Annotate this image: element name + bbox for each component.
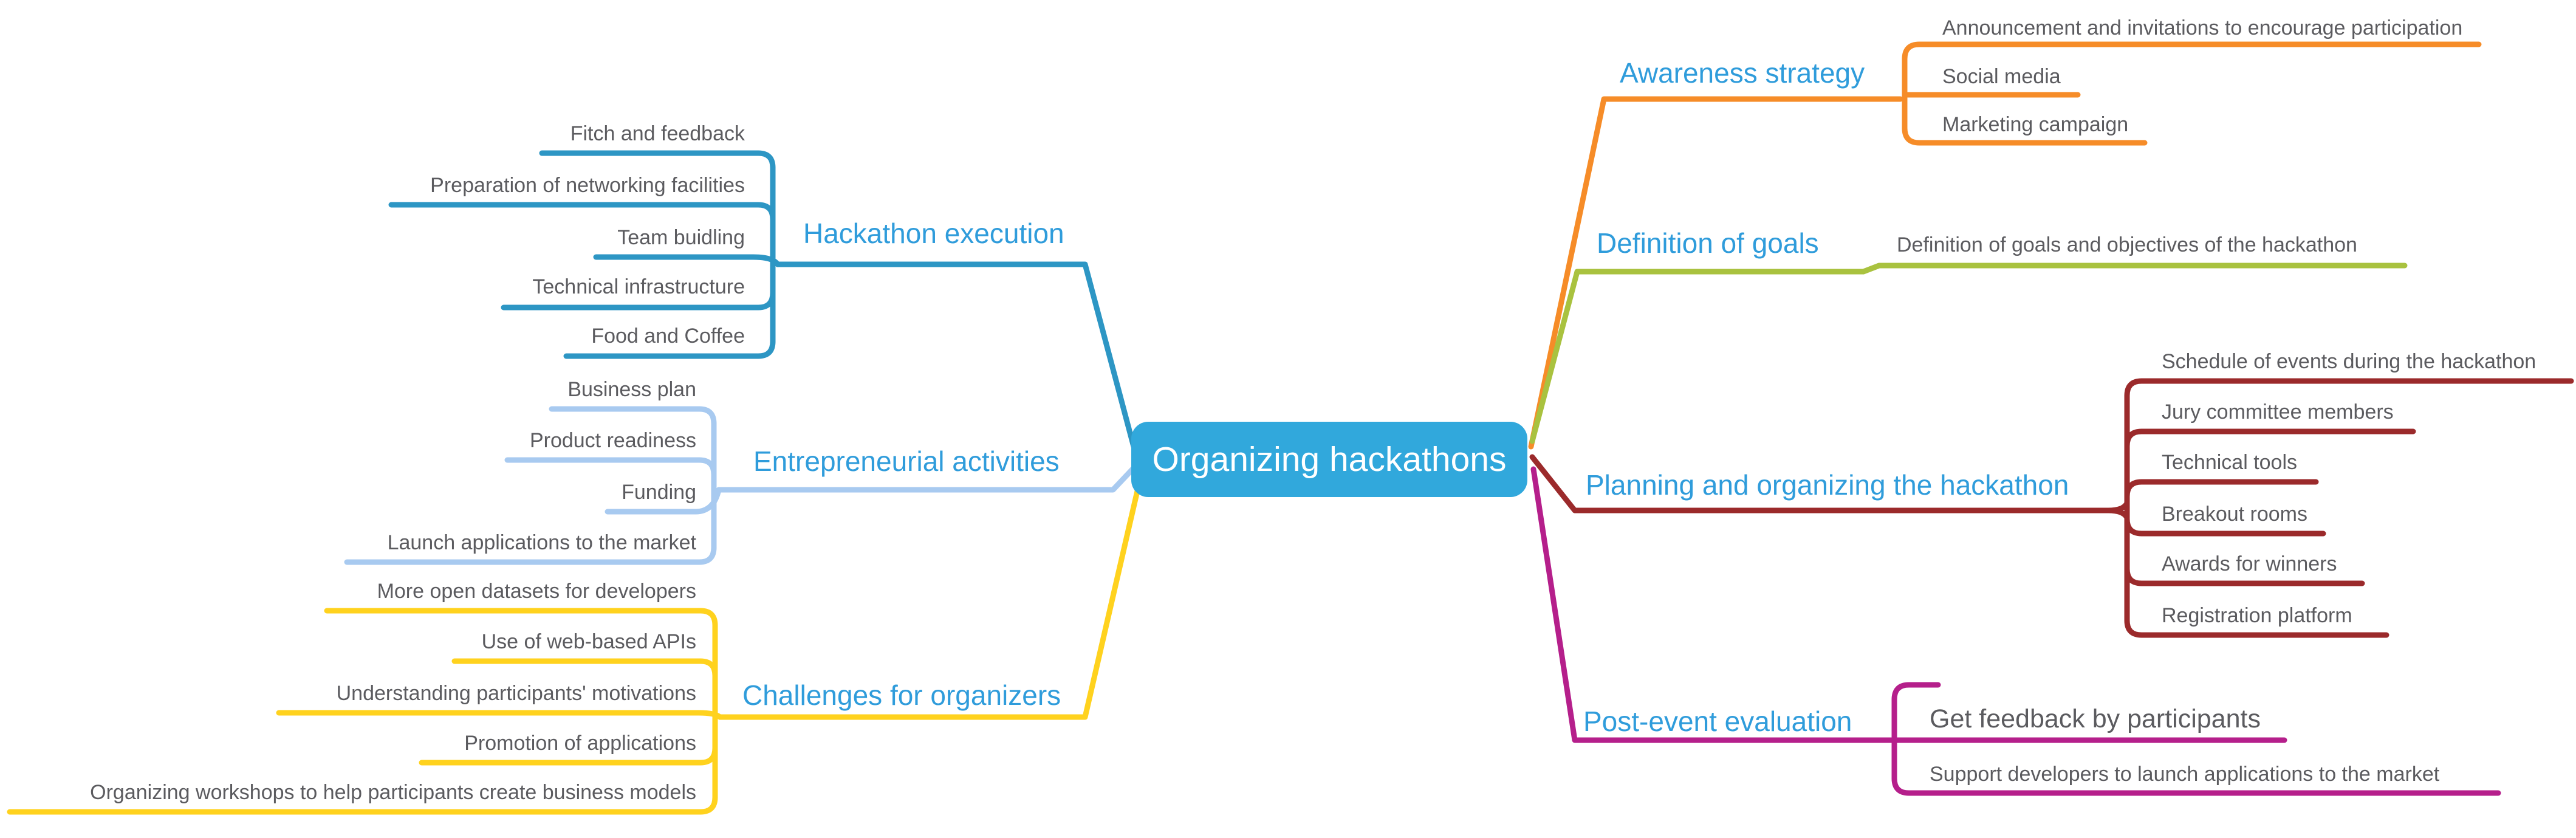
planning-child-underline-0	[2124, 378, 2574, 399]
node-funding[interactable]: Funding	[622, 481, 696, 504]
challenges-child-underline-1	[451, 658, 718, 679]
node-promotion-of-applications[interactable]: Promotion of applications	[464, 732, 696, 755]
awareness-stem	[1528, 96, 1903, 450]
entrepreneurial-child-underline-1	[504, 457, 717, 478]
branch-label-challenges-for-organizers[interactable]: Challenges for organizers	[742, 679, 1061, 711]
challenges-child-underline-2	[276, 710, 723, 720]
entrepreneurial-child-underline-2	[605, 487, 722, 515]
branch-postevent-lines	[1530, 466, 2501, 796]
node-marketing-campaign[interactable]: Marketing campaign	[1942, 113, 2129, 136]
root-node[interactable]: Organizing hackathons	[1131, 422, 1527, 497]
branch-label-planning-organizing[interactable]: Planning and organizing the hackathon	[1586, 469, 2069, 501]
branch-label-post-event-evaluation[interactable]: Post-event evaluation	[1583, 706, 1852, 737]
planning-child-underline-1	[2124, 428, 2416, 449]
node-schedule-of-events[interactable]: Schedule of events during the hackathon	[2162, 350, 2537, 373]
node-fitch-and-feedback[interactable]: Fitch and feedback	[570, 122, 745, 145]
entrepreneurial-child-underline-0	[549, 406, 717, 427]
challenges-child-underline-4	[7, 794, 718, 815]
awareness-child-underline-0	[1902, 41, 2482, 62]
planning-child-underline-5	[2124, 617, 2389, 638]
branch-awareness-lines	[1528, 41, 2482, 450]
node-announcement-invitations[interactable]: Announcement and invitations to encourag…	[1942, 16, 2463, 39]
execution-child-underline-1	[388, 202, 776, 222]
branch-definition-lines	[1529, 263, 2408, 444]
node-launch-applications-market[interactable]: Launch applications to the market	[387, 531, 696, 554]
node-jury-committee-members[interactable]: Jury committee members	[2162, 400, 2394, 424]
branch-label-hackathon-execution[interactable]: Hackathon execution	[803, 218, 1064, 249]
branch-label-awareness-strategy[interactable]: Awareness strategy	[1620, 57, 1865, 89]
branch-challenges-lines	[7, 488, 1140, 815]
challenges-child-underline-0	[324, 608, 718, 628]
node-registration-platform[interactable]: Registration platform	[2162, 604, 2352, 627]
branch-execution-lines	[388, 150, 1137, 450]
entrepreneurial-child-underline-3	[344, 544, 717, 565]
node-get-feedback[interactable]: Get feedback by participants	[1930, 704, 2261, 733]
node-business-plan[interactable]: Business plan	[567, 378, 696, 401]
node-preparation-networking-facilities[interactable]: Preparation of networking facilities	[430, 174, 745, 197]
node-food-and-coffee[interactable]: Food and Coffee	[591, 325, 745, 348]
definition-stem	[1529, 263, 2408, 444]
node-more-open-datasets[interactable]: More open datasets for developers	[377, 580, 696, 603]
node-awards-for-winners[interactable]: Awards for winners	[2162, 552, 2337, 575]
branch-label-definition-of-goals[interactable]: Definition of goals	[1597, 227, 1819, 259]
execution-child-underline-2	[593, 254, 781, 267]
node-breakout-rooms[interactable]: Breakout rooms	[2162, 503, 2307, 526]
node-organizing-workshops-business-models[interactable]: Organizing workshops to help participant…	[90, 781, 696, 804]
planning-child-underline-2	[2124, 479, 2319, 500]
postevent-nub	[1891, 682, 1941, 702]
execution-stem	[775, 261, 1137, 450]
node-technical-infrastructure[interactable]: Technical infrastructure	[532, 275, 745, 298]
node-team-buidling[interactable]: Team buidling	[617, 226, 745, 249]
node-understanding-participants-motivations[interactable]: Understanding participants' motivations	[336, 682, 696, 705]
execution-child-underline-0	[539, 150, 776, 171]
node-support-developers-launch[interactable]: Support developers to launch application…	[1930, 763, 2440, 786]
branch-label-entrepreneurial-activities[interactable]: Entrepreneurial activities	[753, 445, 1060, 477]
challenges-stem	[717, 488, 1140, 720]
postevent-stem	[1530, 466, 2287, 743]
planning-junction	[2105, 507, 2130, 521]
awareness-child-underline-2	[1902, 125, 2148, 146]
execution-child-underline-4	[563, 338, 776, 359]
postevent-child-underline-1	[1891, 775, 2501, 796]
node-technical-tools[interactable]: Technical tools	[2162, 451, 2298, 474]
node-social-media[interactable]: Social media	[1942, 65, 2061, 88]
branch-entrepreneurial-lines	[344, 406, 1137, 565]
node-definition-goals-objectives[interactable]: Definition of goals and objectives of th…	[1897, 233, 2357, 256]
node-product-readiness[interactable]: Product readiness	[529, 429, 696, 452]
entrepreneurial-stem	[716, 465, 1137, 493]
branch-planning-lines	[1529, 378, 2574, 638]
node-use-web-based-apis[interactable]: Use of web-based APIs	[481, 630, 696, 653]
